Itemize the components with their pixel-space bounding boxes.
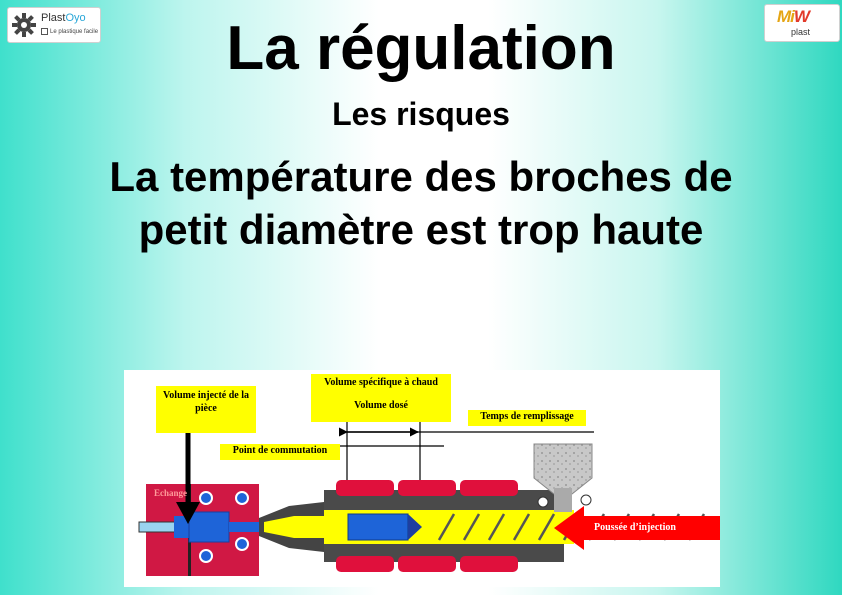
- label-point-commutation: Point de commutation: [220, 444, 340, 460]
- label-volume-injecte: Volume injecté de la pièce: [156, 386, 256, 433]
- nozzle-melt: [264, 516, 324, 538]
- heater-band: [398, 480, 456, 496]
- heater-band: [460, 556, 518, 572]
- logo-mark: MiW: [777, 7, 810, 26]
- heater-band: [460, 480, 518, 496]
- cooling-channel: [235, 537, 249, 551]
- label-temps-remplissage: Temps de remplissage: [468, 410, 586, 426]
- barrel-port: [537, 496, 549, 508]
- gear-icon: [12, 13, 36, 37]
- cavity-part: [188, 511, 230, 543]
- page-subtitle: Les risques: [332, 96, 510, 132]
- cooling-channel: [199, 549, 213, 563]
- cooling-channel: [235, 491, 249, 505]
- injection-diagram: Volume injecté de la pièce Volume spécif…: [124, 370, 720, 587]
- heading-line-1: La température des broches de: [109, 153, 733, 200]
- cooling-channel: [199, 491, 213, 505]
- hopper: [533, 443, 593, 495]
- dosed-volume: [347, 513, 409, 541]
- cavity-part: [174, 516, 189, 538]
- barrel-port: [580, 494, 592, 506]
- heater-band: [398, 556, 456, 572]
- logo-tagline: Le plastique facile: [41, 28, 98, 35]
- page-heading: La température des broches de petit diam…: [0, 150, 842, 256]
- label-poussee-injection: Poussée d’injection: [594, 522, 676, 533]
- heater-band: [336, 480, 394, 496]
- check-ring: [408, 514, 422, 540]
- label-echangeur: Echange: [154, 488, 188, 498]
- injection-unit-illustration: [138, 410, 720, 576]
- logo-name: PlastOyo: [41, 12, 86, 24]
- check-icon: [41, 28, 48, 35]
- page-title: La régulation: [226, 14, 616, 83]
- plastoyo-logo: PlastOyo Le plastique facile: [7, 7, 101, 43]
- label-volume-specifique-text: Volume spécifique à chaud: [324, 377, 438, 388]
- logo-sub: plast: [791, 27, 811, 37]
- label-volume-specifique: Volume spécifique à chaud Volume dosé: [311, 374, 451, 422]
- hopper-throat: [554, 488, 572, 512]
- sprue: [229, 522, 259, 532]
- injection-force-arrow: [554, 506, 720, 550]
- heater-band: [336, 556, 394, 572]
- heading-line-2: petit diamètre est trop haute: [138, 206, 704, 253]
- label-volume-dose: Volume dosé: [354, 400, 408, 411]
- miw-plast-logo: MiW plast: [764, 4, 840, 42]
- arrow-head-icon: [176, 502, 200, 524]
